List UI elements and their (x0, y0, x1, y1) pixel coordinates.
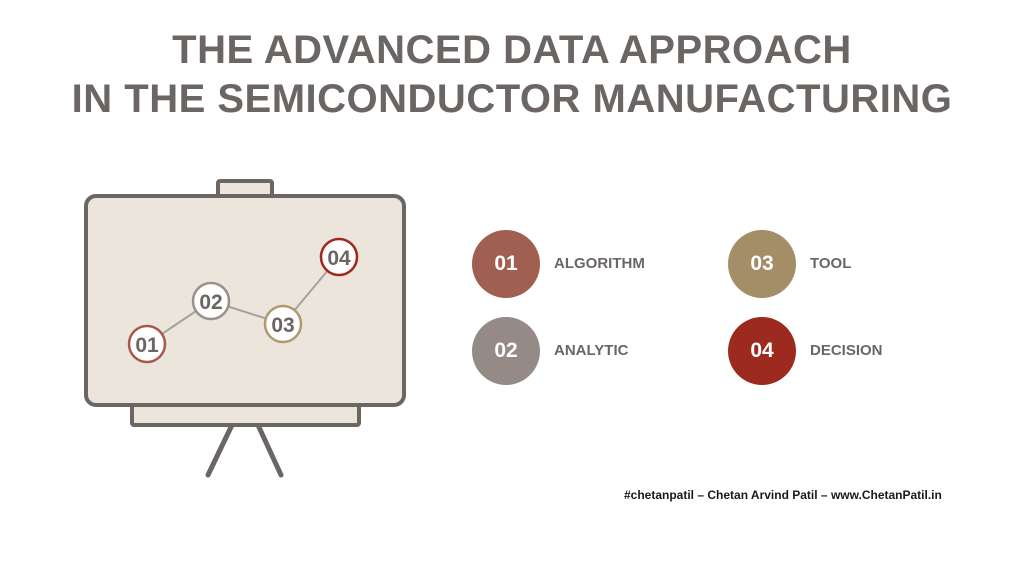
board-point-02: 02 (191, 281, 231, 321)
page-title: THE ADVANCED DATA APPROACH IN THE SEMICO… (0, 26, 1024, 124)
title-line-2: IN THE SEMICONDUCTOR MANUFACTURING (71, 77, 953, 121)
presentation-board-illustration: 01 02 03 04 (84, 179, 406, 478)
legend-circle-03: 03 (728, 230, 796, 298)
board-point-01-label: 01 (135, 334, 159, 357)
legend-circle-01: 01 (472, 230, 540, 298)
board-point-01: 01 (127, 324, 167, 364)
legend-label-tool: TOOL (810, 255, 852, 272)
board-leg-right (255, 422, 284, 478)
footer-credit: #chetanpatil – Chetan Arvind Patil – www… (624, 488, 942, 502)
board-point-04-label: 04 (327, 247, 351, 270)
legend-label-algorithm: ALGORITHM (554, 255, 645, 272)
board-point-04: 04 (319, 237, 359, 277)
board-panel (84, 194, 406, 407)
legend-circle-02: 02 (472, 317, 540, 385)
legend-label-decision: DECISION (810, 342, 883, 359)
board-point-02-label: 02 (199, 291, 222, 314)
legend-circle-04: 04 (728, 317, 796, 385)
board-handle (216, 179, 274, 198)
title-line-1: THE ADVANCED DATA APPROACH (172, 28, 852, 72)
legend-label-analytic: ANALYTIC (554, 342, 629, 359)
board-point-03-label: 03 (271, 314, 294, 337)
board-leg-left (205, 422, 235, 478)
board-point-03: 03 (263, 304, 303, 344)
